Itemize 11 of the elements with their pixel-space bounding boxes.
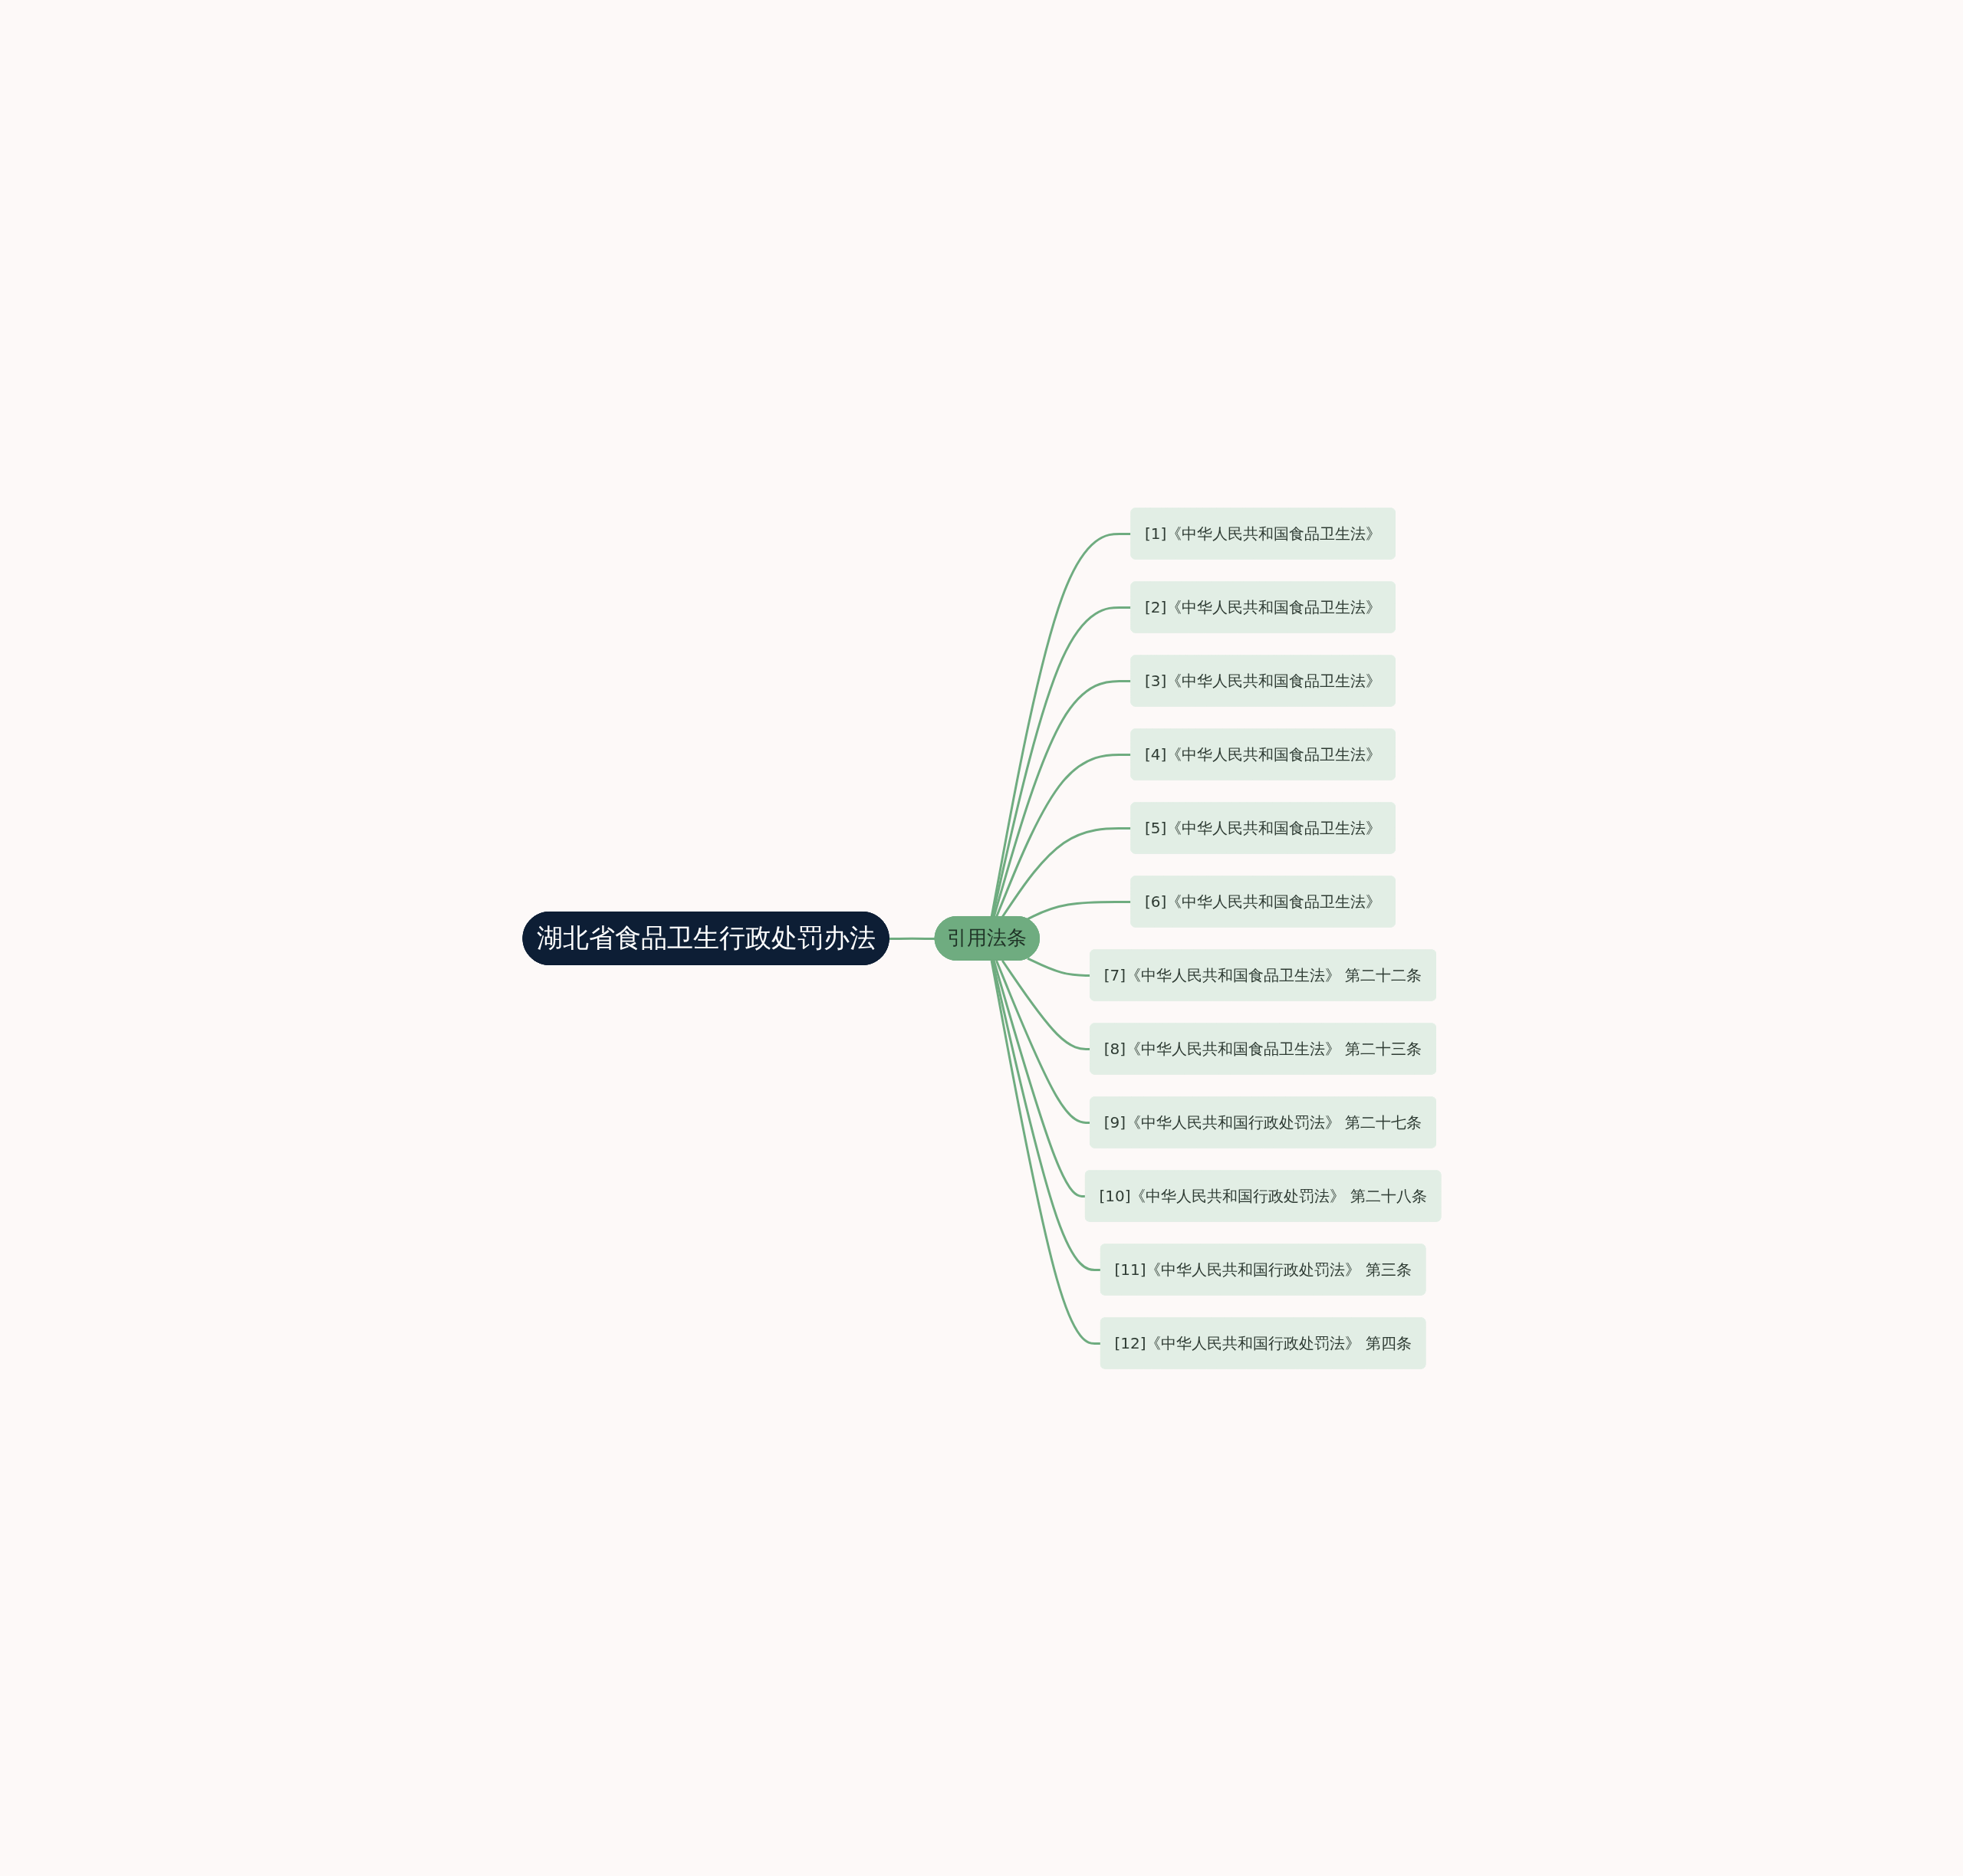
connector <box>992 679 1132 917</box>
connector <box>991 960 1101 1271</box>
connector <box>990 960 1101 1345</box>
connector <box>1026 957 1090 977</box>
connector <box>991 606 1132 917</box>
connector <box>995 959 1090 1124</box>
connector <box>889 937 935 940</box>
connector <box>990 532 1132 917</box>
connector <box>992 960 1086 1198</box>
connector <box>1026 900 1132 920</box>
connector <box>1001 959 1090 1050</box>
